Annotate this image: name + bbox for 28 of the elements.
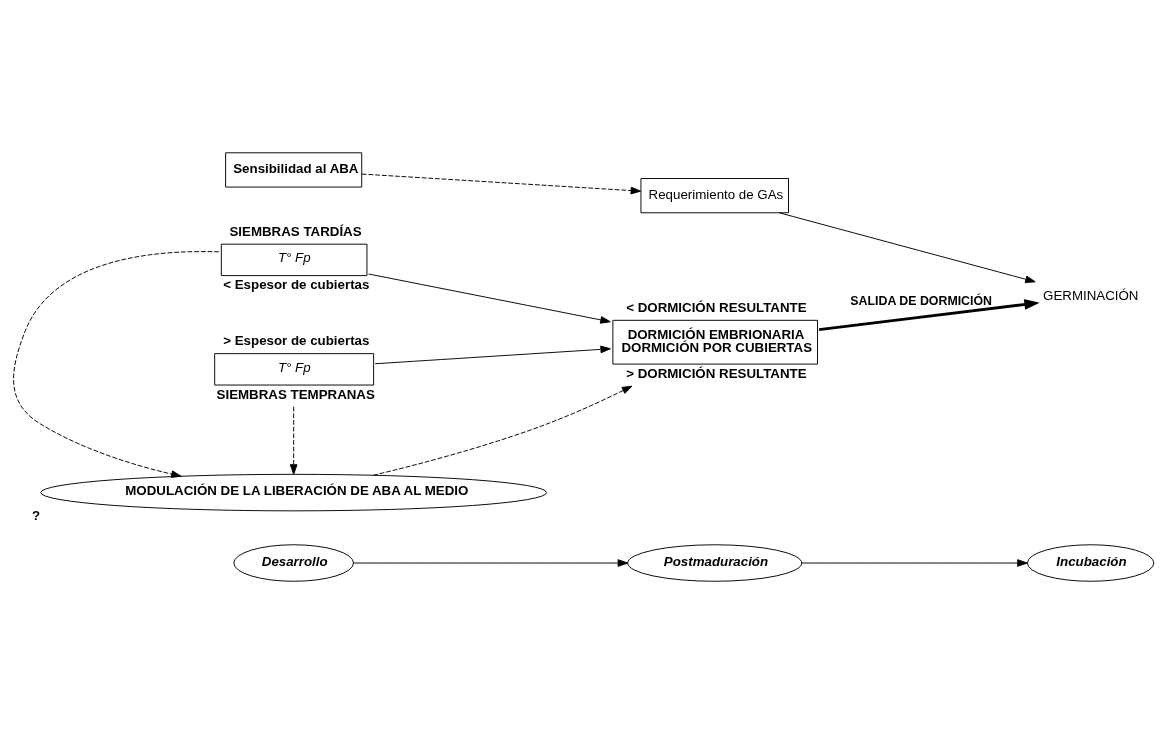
node-label: ? — [32, 507, 41, 523]
node-label: > Espesor de cubiertas — [223, 332, 370, 348]
arrow — [801, 558, 1028, 567]
node-ellipse: Postmaduración — [627, 543, 803, 582]
node-box: T° Fp — [214, 352, 375, 385]
node-text: GERMINACIÓN — [1043, 287, 1139, 303]
node-label: < Espesor de cubiertas — [223, 276, 370, 292]
arrow — [818, 298, 1040, 331]
node-box: Requerimiento de GAs — [640, 177, 789, 213]
node-ellipse: Incubación — [1026, 543, 1155, 582]
edge-label: SALIDA DE DORMICIÓN — [850, 293, 993, 308]
arrow — [361, 173, 642, 194]
node-ellipse: MODULACIÓN DE LA LIBERACIÓN DE ABA AL MEDIO — [40, 473, 548, 511]
node-label: SIEMBRAS TARDÍAS — [229, 223, 362, 239]
arrow — [374, 345, 611, 364]
arrow — [779, 211, 1036, 283]
node-box: Sensibilidad al ABA — [225, 151, 363, 188]
arrow — [289, 405, 298, 475]
node-label: < DORMICIÓN RESULTANTE — [626, 299, 807, 315]
arrow — [13, 250, 220, 478]
node-box: DORMICIÓN EMBRIONARIA DORMICIÓN POR CUBIERTAS — [612, 319, 818, 365]
arrow — [353, 558, 629, 567]
node-label: > DORMICIÓN RESULTANTE — [626, 365, 807, 381]
arrow — [372, 385, 633, 476]
node-box: T° Fp — [220, 243, 368, 276]
node-ellipse: Desarrollo — [233, 543, 354, 582]
node-label: SIEMBRAS TEMPRANAS — [216, 386, 375, 402]
arrow — [368, 273, 611, 324]
